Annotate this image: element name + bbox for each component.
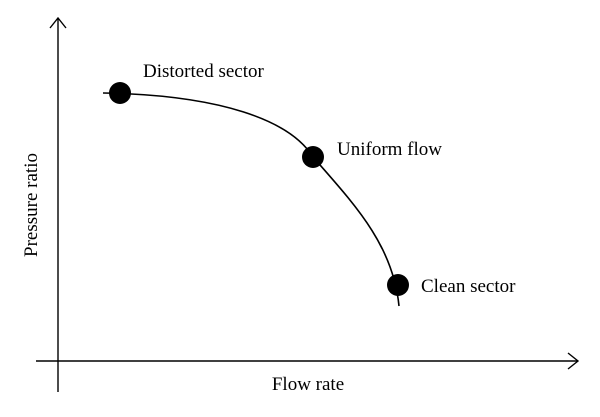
label-distorted-sector: Distorted sector — [143, 61, 265, 82]
point-clean-sector — [387, 274, 409, 296]
y-axis-label: Pressure ratio — [21, 153, 42, 257]
label-uniform-flow: Uniform flow — [337, 139, 442, 160]
x-axis-label: Flow rate — [272, 374, 344, 395]
point-uniform-flow — [302, 146, 324, 168]
point-distorted-sector — [109, 82, 131, 104]
operating-curve — [102, 92, 400, 307]
x-axis-arrowhead — [567, 352, 580, 370]
y-axis-arrowhead — [49, 16, 67, 29]
label-clean-sector: Clean sector — [421, 276, 516, 297]
